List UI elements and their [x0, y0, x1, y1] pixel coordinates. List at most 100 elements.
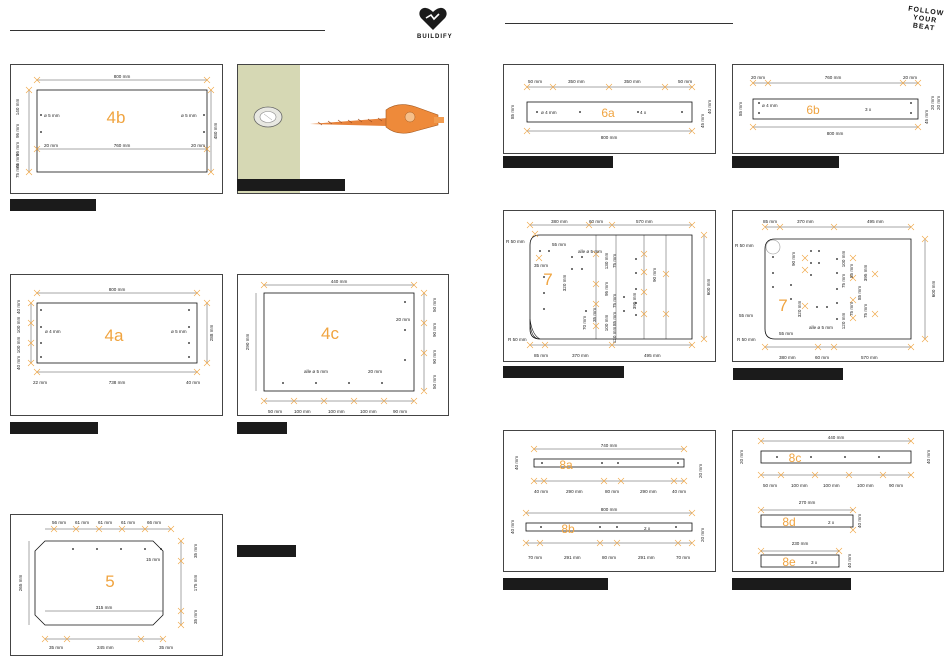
7a-inner-7: 100 mm [604, 315, 609, 332]
6b-height: 85 mm [738, 102, 743, 116]
4b-left-dim-1: 140 mm [15, 99, 20, 116]
4a-height: 288 mm [209, 325, 214, 342]
4a-label: 4a [105, 326, 124, 345]
8a-bottom-dim-2: 290 mm [566, 489, 583, 494]
6a-top-dim-1: 50 mm [528, 79, 542, 84]
8b-height: 40 mm [510, 520, 515, 534]
7a-height: 600 mm [706, 279, 711, 296]
7b-bottom-dim-1: 380 mm [779, 355, 796, 360]
drawing-7a: 380 mm 60 mm 570 mm R 50 mm R 50 mm alle… [506, 219, 711, 358]
drawing-8cde: 440 mm 40 mm 20 mm 50 mm 100 mm 100 mm 1… [739, 435, 931, 569]
caption-bar [503, 156, 613, 168]
4c-width: 440 mm [331, 279, 348, 284]
4b-left-dia: ø 5 mm [44, 113, 60, 118]
7a-inner-4: 130 mm [604, 253, 609, 270]
8d-label: 8d [782, 515, 795, 529]
6b-label: 6b [806, 103, 820, 117]
drawing-4a: 800 mm ø 4 mm ø 5 mm 22 mm 738 mm 40 mm … [16, 287, 214, 385]
7a-inner-11: 120 mm [612, 327, 617, 344]
6a-height: 85 mm [510, 105, 515, 119]
7a-inner-14: 90 mm [652, 268, 657, 282]
panel-4a: 800 mm ø 4 mm ø 5 mm 22 mm 738 mm 40 mm … [10, 274, 223, 416]
4b-left-dim-4: 65 mm [15, 154, 20, 168]
caption-bar [10, 199, 96, 211]
4c-bottom-dim-2: 100 mm [294, 409, 311, 414]
8a-width: 740 mm [601, 443, 618, 448]
4b-left-dim-3: 95 mm [15, 142, 20, 156]
8a-height: 40 mm [514, 456, 519, 470]
7a-bottom-dim-3: 495 mm [644, 353, 661, 358]
5-bottom-dim-2: 245 mm [97, 645, 114, 650]
8c-width: 440 mm [828, 435, 845, 440]
4a-bottom-left: 22 mm [33, 380, 47, 385]
7a-top-dim-2: 60 mm [589, 219, 603, 224]
8c-bottom-dim-4: 100 mm [857, 483, 874, 488]
4b-label: 4b [107, 108, 126, 127]
4a-left-dim-3: 100 mm [16, 337, 21, 354]
4b-left-dim-5: 75 mm [15, 164, 20, 178]
4b-left-x: 20 mm [44, 143, 58, 148]
4a-left-dim-1: 40 mm [16, 300, 21, 314]
7b-top-dim-3: 495 mm [867, 219, 884, 224]
8d-width: 270 mm [799, 500, 816, 505]
7a-bottom-dim-1: 85 mm [534, 353, 548, 358]
8c-bottom-dim-1: 50 mm [763, 483, 777, 488]
8b-width: 800 mm [601, 507, 618, 512]
dowel-drill-illustration [238, 65, 444, 193]
buildify-logo-icon [419, 7, 447, 30]
7b-label: 7 [778, 296, 787, 315]
6a-right-dim-2: 40 mm [707, 100, 712, 114]
8e-width: 230 mm [792, 541, 809, 546]
7a-radius2: R 50 mm [508, 337, 527, 342]
4a-width: 800 mm [109, 287, 126, 292]
8b-count: 2 x [644, 526, 651, 531]
8b-right: 20 mm [700, 528, 705, 542]
7a-top-dim-1: 380 mm [551, 219, 568, 224]
6b-width: 800 mm [827, 131, 844, 136]
panel-8cde: 440 mm 40 mm 20 mm 50 mm 100 mm 100 mm 1… [732, 430, 944, 572]
right-page: FOLLOW YOUR BEAT 50 mm 350 mm 350 mm 50 … [475, 0, 950, 661]
4c-note: alle ø 5 mm [304, 369, 328, 374]
7a-inner-1: 55 mm [552, 242, 566, 247]
8e-height: 40 mm [847, 554, 852, 568]
7a-label: 7 [543, 270, 552, 289]
8c-bottom-dim-5: 90 mm [889, 483, 903, 488]
panel-6b: 20 mm 760 mm 20 mm ø 4 mm 3 x 800 mm 85 … [732, 64, 944, 154]
7a-inner-12: 70 mm [582, 316, 587, 330]
7b-bottom-dim-2: 60 mm [815, 355, 829, 360]
8b-bottom-dim-3: 80 mm [602, 555, 616, 560]
5-top-dim-2: 61 mm [75, 520, 89, 525]
7a-radius: R 50 mm [506, 239, 525, 244]
7a-inner-5: 95 mm [604, 282, 609, 296]
left-page: BUILDIFY 800 mm 760 mm 20 mm 20 mm ø 5 m… [10, 7, 452, 656]
7b-top-dim-2: 370 mm [797, 219, 814, 224]
5-bottom-dim-1: 35 mm [49, 645, 63, 650]
caption-bar [237, 545, 296, 557]
8c-bottom-dim-2: 100 mm [791, 483, 808, 488]
4b-inner: 760 mm [114, 143, 131, 148]
slogan: FOLLOW YOUR BEAT [902, 5, 949, 35]
7b-inner-5: 100 mm [841, 251, 846, 268]
8d-height: 40 mm [857, 514, 862, 528]
caption-bar [10, 422, 98, 434]
4b-width: 800 mm [114, 74, 131, 79]
caption-bar [503, 578, 608, 590]
5-top-dim-3: 61 mm [98, 520, 112, 525]
6b-count: 3 x [865, 107, 872, 112]
8a-bottom-dim-3: 80 mm [605, 489, 619, 494]
4b-left-dim-2: 95 mm [15, 124, 20, 138]
caption-bar [732, 578, 851, 590]
8c-left: 20 mm [739, 450, 744, 464]
4c-right-dim-1: 50 mm [432, 298, 437, 312]
6b-right-dim-3: 20 mm [936, 96, 941, 110]
4c-right-top: 20 mm [396, 317, 410, 322]
7b-inner-8: 395 mm [863, 265, 868, 282]
4c-height: 290 mm [245, 334, 250, 351]
8d-count: 2 x [828, 520, 835, 525]
panel-hardware-photo [237, 64, 449, 194]
header-rule [505, 23, 733, 24]
6b-right-dim-1: 45 mm [924, 110, 929, 124]
7b-inner-11: 75 mm [863, 304, 868, 318]
8a-right: 20 mm [698, 464, 703, 478]
drawing-4b: 800 mm 760 mm 20 mm 20 mm ø 5 mm ø 5 mm … [15, 74, 218, 178]
